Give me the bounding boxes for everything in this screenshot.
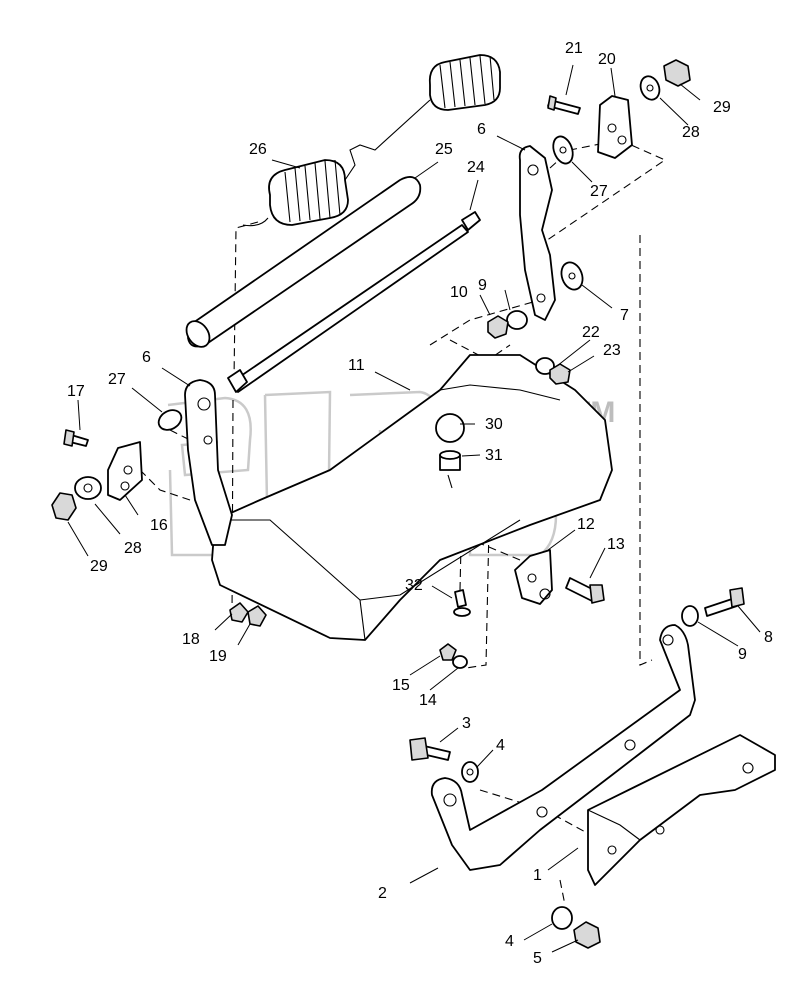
callout-21: 21 [565,40,583,57]
callout-9: 9 [478,277,487,294]
callout-30: 30 [485,416,503,433]
callout-15: 15 [392,677,410,694]
left-plate-6 [184,379,233,546]
callout-24: 24 [467,159,485,176]
cover-11 [211,354,613,641]
callout-27: 27 [590,183,608,200]
screw-32 [453,589,471,617]
callout-8: 8 [764,629,773,646]
callout-10: 10 [450,284,468,301]
tube-25 [185,176,422,348]
callout-6: 6 [477,121,486,138]
callout-27-left: 27 [108,371,126,388]
callout-2: 2 [378,885,387,902]
right-mid-hardware [487,261,584,385]
bushing-31 [439,450,461,489]
callout-18: 18 [182,631,200,648]
callout-22: 22 [582,324,600,341]
callout-29: 29 [713,99,731,116]
callout-31: 31 [485,447,503,464]
callout-26: 26 [249,141,267,158]
callout-4-lower: 4 [505,933,514,950]
knob-30 [435,413,465,443]
right-plate-6 [518,145,556,321]
callout-6-left: 6 [142,349,151,366]
callout-19: 19 [209,648,227,665]
callout-20: 20 [598,51,616,68]
spring-26 [242,54,501,227]
bracket-16 [107,441,143,501]
left-hardware [51,409,267,627]
top-right-hardware [547,59,691,165]
callout-23: 23 [603,342,621,359]
callout-28-left: 28 [124,540,142,557]
callout-7: 7 [620,307,629,324]
callout-25: 25 [435,141,453,158]
callout-32: 32 [405,577,423,594]
callout-13: 13 [607,536,625,553]
callout-4: 4 [496,737,505,754]
callout-28: 28 [682,124,700,141]
rod-24 [227,211,481,393]
callout-29-left: 29 [90,558,108,575]
callout-12: 12 [577,516,595,533]
callout-1: 1 [533,867,542,884]
bracket-2 [430,624,696,871]
callout-14: 14 [419,692,437,709]
bracket-1 [587,734,776,886]
bolt-13 [565,577,605,604]
callout-5: 5 [533,950,542,967]
lower-hardware [409,587,745,949]
callout-9-lower: 9 [738,646,747,663]
nuts-14-15 [439,643,468,669]
callout-16: 16 [150,517,168,534]
bracket-12 [514,549,553,605]
callout-11: 11 [348,357,365,374]
callout-17: 17 [67,383,85,400]
callout-3: 3 [462,715,471,732]
callout-labels: 1 2 3 4 4 5 6 6 7 8 9 9 10 11 12 13 14 1… [67,40,773,967]
leader-lines [67,64,761,953]
